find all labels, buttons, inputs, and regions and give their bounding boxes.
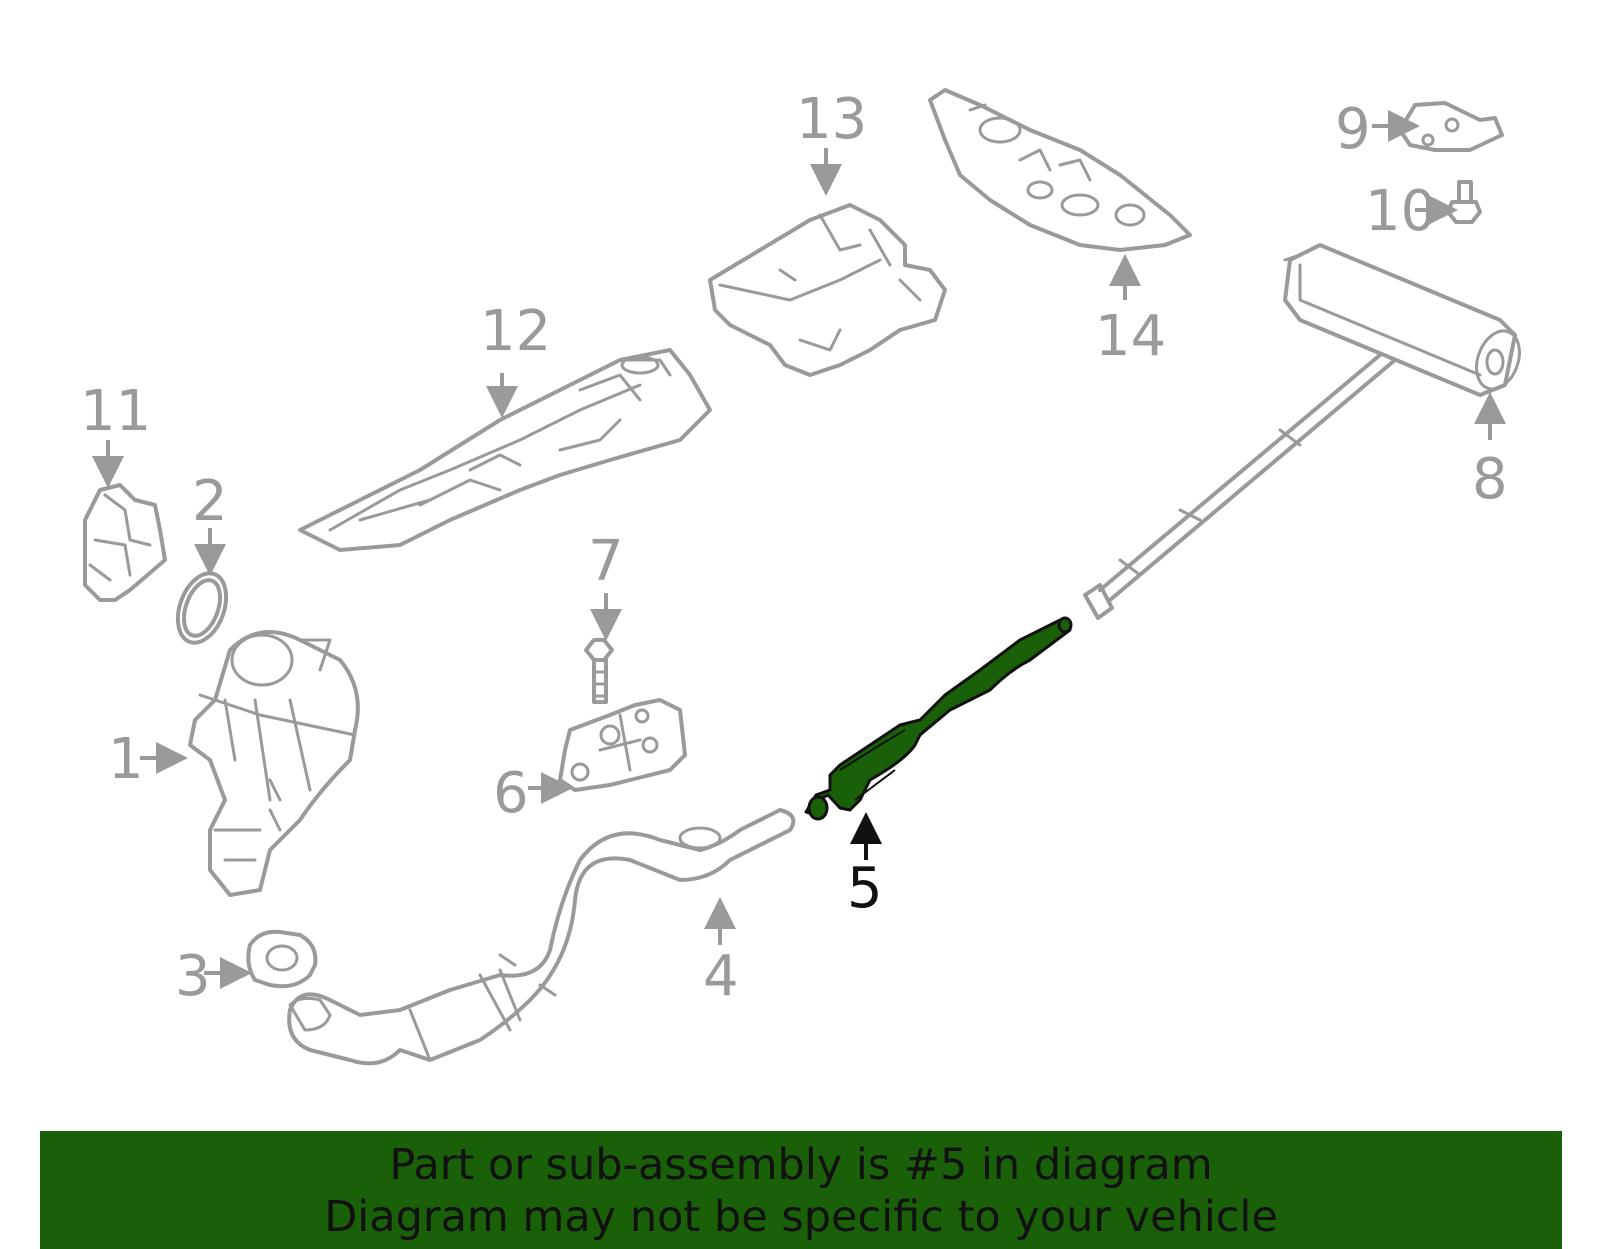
callout-7: 7 xyxy=(588,529,624,594)
part-5-intermediate-pipe[interactable] xyxy=(804,616,1073,821)
part-8-muffler-assembly[interactable] xyxy=(1083,243,1527,620)
banner-line-2: Diagram may not be specific to your vehi… xyxy=(324,1192,1278,1242)
callout-5: 5 xyxy=(847,856,883,921)
callout-8: 8 xyxy=(1472,447,1508,512)
callout-4: 4 xyxy=(703,944,739,1009)
callout-2: 2 xyxy=(192,469,228,534)
part-3-flange-gasket[interactable] xyxy=(246,929,318,989)
part-2-gasket-ring[interactable] xyxy=(169,567,235,650)
callout-labels: 11 2 1 3 4 5 6 7 8 9 10 12 13 14 xyxy=(80,87,1508,1009)
part-4-front-pipe[interactable] xyxy=(287,808,796,1066)
part-13-heat-shield[interactable] xyxy=(708,203,947,377)
callout-3: 3 xyxy=(175,944,211,1009)
part-12-heat-shield[interactable] xyxy=(298,348,712,552)
callout-9: 9 xyxy=(1335,97,1371,162)
callout-1: 1 xyxy=(108,727,144,792)
banner-line-1: Part or sub-assembly is #5 in diagram xyxy=(389,1140,1213,1190)
part-14-heat-shield[interactable] xyxy=(928,88,1192,252)
part-7-bolt[interactable] xyxy=(584,638,614,704)
part-6-mount-bracket[interactable] xyxy=(558,698,687,792)
exhaust-parts-diagram: 11 2 1 3 4 5 6 7 8 9 10 12 13 14 xyxy=(80,87,1527,1066)
callout-10: 10 xyxy=(1365,179,1436,244)
info-banner: Part or sub-assembly is #5 in diagram Di… xyxy=(40,1131,1562,1249)
part-9-hanger-bracket[interactable] xyxy=(1398,101,1504,152)
callout-arrows xyxy=(92,110,1506,989)
callout-11: 11 xyxy=(80,379,151,444)
callout-12: 12 xyxy=(480,299,551,364)
callout-14: 14 xyxy=(1095,304,1166,369)
part-11-bracket[interactable] xyxy=(83,483,167,602)
part-10-bolt[interactable] xyxy=(1446,180,1482,224)
callout-13: 13 xyxy=(796,87,867,152)
callout-6: 6 xyxy=(493,761,529,826)
part-1-catalytic-converter[interactable] xyxy=(188,630,360,897)
